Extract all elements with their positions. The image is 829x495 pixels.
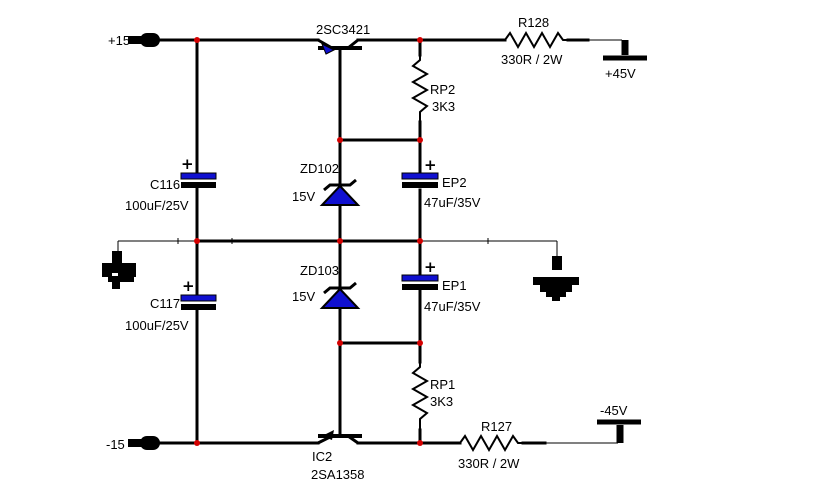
capacitor-c117: + C117 100uF/25V: [125, 277, 217, 333]
junctions: [194, 37, 423, 446]
ep1-ref: EP1: [442, 278, 467, 293]
ep2-ref: EP2: [442, 175, 467, 190]
zd102-value: 15V: [292, 189, 315, 204]
rp2-value: 3K3: [432, 99, 455, 114]
r127-value: 330R / 2W: [458, 456, 520, 471]
r127-ref: R127: [481, 419, 512, 434]
q-bottom-name: 2SA1358: [311, 467, 365, 482]
ground-icon: [533, 256, 579, 301]
c116-ref: C116: [150, 177, 180, 192]
junction-dot: [194, 440, 200, 446]
junction-dot: [417, 37, 423, 43]
supply-plus45-symbol: +45V: [603, 40, 647, 81]
junction-dot: [337, 340, 343, 346]
transistor-2sc3421: 2SC3421: [316, 22, 370, 62]
net-label-minus15: -15: [106, 437, 125, 452]
resistor-rp1: RP1 3K3: [410, 362, 455, 430]
junction-dot: [194, 238, 200, 244]
supply-minus45-symbol: -45V: [597, 403, 641, 443]
junction-dot: [337, 137, 343, 143]
zd103-value: 15V: [292, 289, 315, 304]
rp2-ref: RP2: [430, 82, 455, 97]
plus-icon: +: [181, 155, 194, 173]
q-top-name: 2SC3421: [316, 22, 370, 37]
plus-icon: +: [424, 258, 437, 276]
junction-dot: [194, 37, 200, 43]
ep1-value: 47uF/35V: [424, 299, 481, 314]
net-label-minus45: -45V: [600, 403, 628, 418]
wires: [117, 38, 622, 445]
connector-plus15: +15: [108, 33, 160, 48]
zener-zd102: ZD102 15V: [292, 161, 361, 206]
zener-zd103: ZD103 15V: [292, 263, 361, 309]
capacitor-c116: + C116 100uF/25V: [125, 155, 217, 213]
junction-dot: [417, 440, 423, 446]
plus-icon: +: [182, 277, 195, 295]
junction-dot: [417, 137, 423, 143]
q-bottom-ref: IC2: [312, 449, 332, 464]
c116-value: 100uF/25V: [125, 198, 189, 213]
capacitor-ep1: + EP1 47uF/35V: [401, 258, 481, 314]
c117-ref: C117: [150, 296, 180, 311]
ground-icon: [102, 251, 136, 289]
rp1-value: 3K3: [430, 394, 453, 409]
r128-ref: R128: [518, 15, 549, 30]
ep2-value: 47uF/35V: [424, 195, 481, 210]
zd102-ref: ZD102: [300, 161, 339, 176]
junction-dot: [417, 238, 423, 244]
capacitor-ep2: + EP2 47uF/35V: [401, 156, 481, 210]
net-label-plus15: +15: [108, 33, 130, 48]
r128-value: 330R / 2W: [501, 52, 563, 67]
junction-dot: [417, 340, 423, 346]
zd103-ref: ZD103: [300, 263, 339, 278]
rp1-ref: RP1: [430, 377, 455, 392]
plus-icon: +: [424, 156, 437, 174]
transistor-2sa1358: IC2 2SA1358: [311, 424, 365, 482]
resistor-r127: R127 330R / 2W: [458, 419, 523, 471]
net-label-plus45: +45V: [605, 66, 636, 81]
junction-dot: [337, 238, 343, 244]
c117-value: 100uF/25V: [125, 318, 189, 333]
resistor-r128: R128 330R / 2W: [501, 15, 568, 67]
resistor-rp2: RP2 3K3: [410, 55, 455, 122]
connector-minus15: -15: [106, 436, 160, 452]
